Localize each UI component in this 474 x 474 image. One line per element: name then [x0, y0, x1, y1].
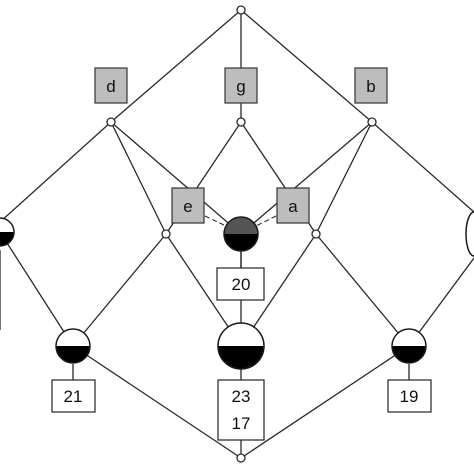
- label-leader-e: [204, 215, 227, 227]
- lattice-node-top: [236, 5, 246, 15]
- object-label-20: 20: [216, 267, 265, 301]
- object-label-23-17: 23 17: [217, 379, 265, 441]
- concept-node-left-partial: [0, 217, 15, 247]
- object-17-text: 17: [232, 414, 251, 433]
- lattice-node-a: [311, 229, 321, 239]
- concept-node-20: [223, 216, 259, 252]
- node-23-dark-half: [218, 346, 264, 369]
- lattice-node-d: [106, 117, 116, 127]
- edge-e-21: [72, 233, 167, 347]
- object-23-text: 23: [232, 387, 251, 406]
- lattice-node-b: [367, 117, 377, 127]
- label-leader-a: [255, 215, 277, 227]
- edge-21-bottom: [72, 345, 242, 459]
- edge-d-e: [110, 121, 167, 235]
- concept-node-19: [391, 328, 427, 364]
- node-19-dark-half: [392, 346, 426, 363]
- attribute-label-e: e: [171, 187, 205, 224]
- node-20-grey-half: [224, 217, 258, 234]
- node-left-dark-half: [0, 232, 14, 246]
- attribute-e-text: e: [183, 197, 192, 216]
- concept-node-23-17: [217, 322, 265, 370]
- edge-top-b: [240, 9, 373, 123]
- concept-node-21: [55, 328, 91, 364]
- edge-b-20: [240, 121, 373, 235]
- edge-left-21: [0, 231, 74, 347]
- edge-b-right: [371, 121, 474, 213]
- edge-19-bottom: [240, 345, 410, 459]
- edge-a-19: [315, 233, 410, 347]
- lattice-node-e: [161, 229, 171, 239]
- object-21-text: 21: [64, 387, 83, 406]
- attribute-label-d: d: [94, 67, 128, 104]
- object-label-19: 19: [387, 379, 432, 413]
- edge-b-a: [315, 121, 373, 235]
- attribute-b-text: b: [366, 77, 375, 96]
- edge-right-19: [408, 257, 474, 347]
- edge-d-20: [110, 121, 242, 235]
- attribute-label-g: g: [224, 67, 258, 104]
- node-21-dark-half: [56, 346, 90, 363]
- attribute-label-a: a: [276, 187, 310, 224]
- attribute-label-b: b: [354, 67, 388, 104]
- node-20-dark-half: [224, 234, 258, 251]
- attribute-g-text: g: [236, 77, 245, 96]
- object-20-text: 20: [232, 275, 251, 294]
- lattice-node-bottom: [236, 453, 246, 463]
- object-19-text: 19: [400, 387, 419, 406]
- lattice-node-g: [236, 117, 246, 127]
- attribute-a-text: a: [288, 197, 298, 216]
- attribute-d-text: d: [106, 77, 115, 96]
- small-nodes: [106, 5, 377, 463]
- edge-top-d: [110, 9, 242, 123]
- concept-node-right-partial: [465, 211, 474, 257]
- edge-d-left: [0, 121, 112, 223]
- object-label-21: 21: [51, 379, 96, 413]
